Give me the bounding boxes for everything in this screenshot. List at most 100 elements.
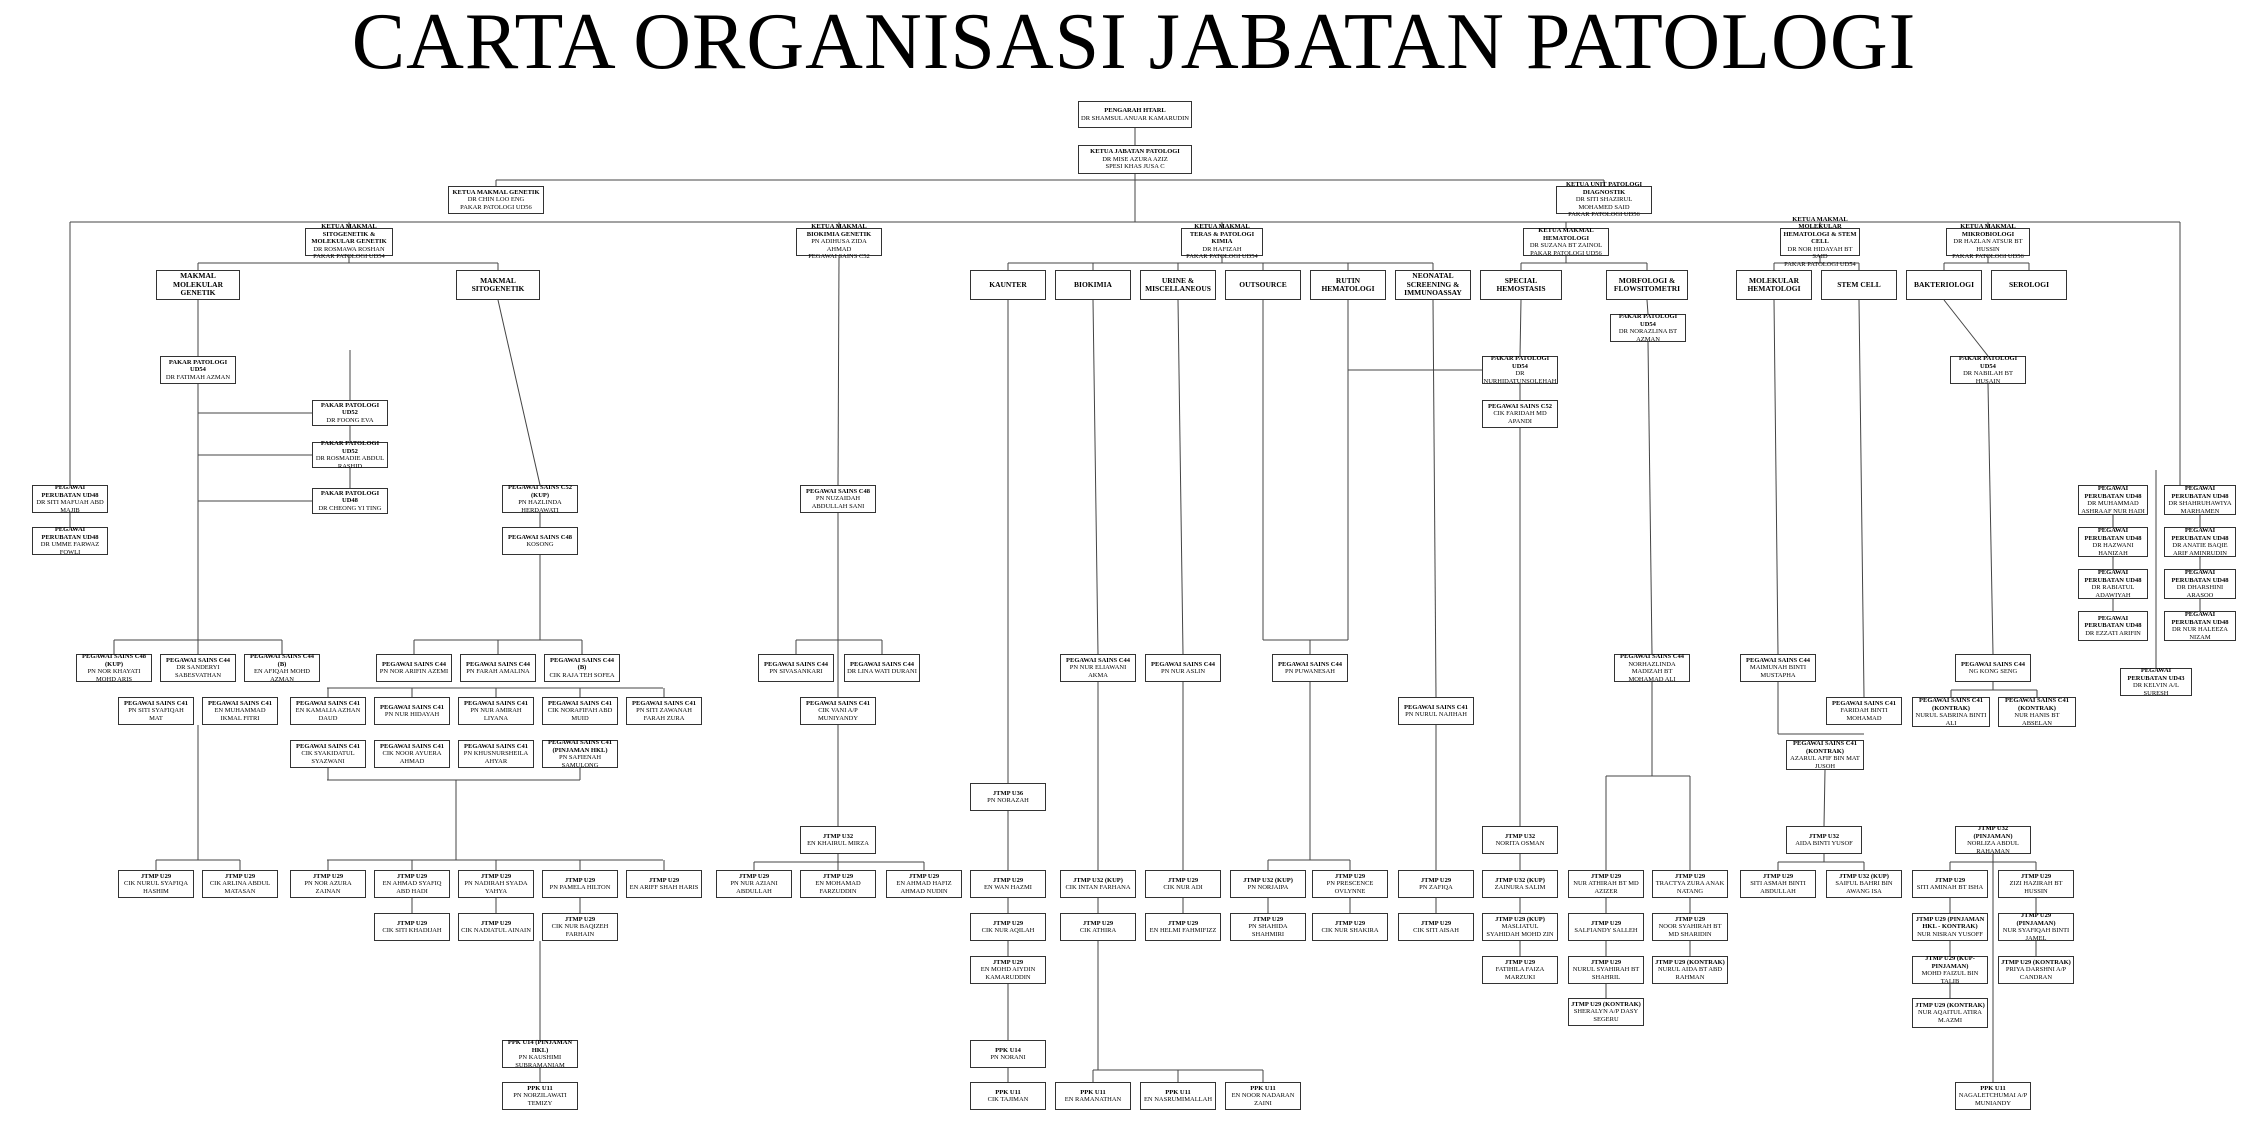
org-box-line: DR LINA WATI DURANI — [847, 668, 917, 675]
org-box-line: DR MISE AZURA AZIZ — [1102, 155, 1168, 163]
org-box-title: JTMP U29 — [396, 872, 428, 880]
org-box-ps-raja: PEGAWAI SAINS C44 (B)CIK RAJA TEH SOFEA — [544, 654, 620, 682]
org-box-line: MASLIATUL SYAHIDAH MOHD ZIN — [1486, 923, 1554, 938]
org-box-title: PEGAWAI PERUBATAN UD48 — [2084, 569, 2142, 584]
org-box-line: ZIZI HAZIRAH BT HUSSIN — [2009, 880, 2063, 895]
org-box-jt-nur-nisrina: JTMP U29 (PINJAMAN HKL - KONTRAK)NUR NIS… — [1912, 913, 1988, 941]
org-box-line: CIK SITI AISAH — [1413, 927, 1459, 934]
org-box-line: TRACTYA ZURA ANAK NATANG — [1655, 880, 1725, 895]
org-box-title: JTMP U29 — [224, 872, 256, 880]
org-box-title: JTMP U29 (KONTRAK) — [1571, 1000, 1641, 1008]
org-box-line: PN KHUSNURSHEILA AHYAR — [463, 750, 529, 765]
org-box-line: CIK NUR AQILAH — [981, 927, 1035, 934]
org-box-title: PEGAWAI SAINS C41 — [632, 699, 696, 707]
org-box-title: PEGAWAI SAINS C41 — [464, 699, 528, 707]
org-box-title: PEGAWAI SAINS C52 (KUP) — [508, 484, 572, 499]
org-box-line: PN ZAFIQA — [1419, 884, 1453, 891]
org-box-title: PPK U11 — [1980, 1084, 2006, 1092]
org-box-title: PEGAWAI SAINS C48 (KUP) — [82, 653, 146, 668]
org-box-title: PPK U11 — [527, 1084, 553, 1092]
org-box-title: PEGAWAI SAINS C44 — [1066, 656, 1130, 664]
org-box-line: CIK TAJIMAN — [987, 1096, 1029, 1103]
org-box-line: DR FATIMAH AZMAN — [165, 373, 231, 381]
org-box-title: KETUA MAKMAL HEMATOLOGI — [1538, 227, 1594, 242]
org-box-line: PN SAFIENAH SAMULONG — [558, 754, 602, 769]
org-box-line: DR SITI SHAZIRUL MOHAMED SAID — [1575, 196, 1633, 211]
org-box-ps-hazlinda: PEGAWAI SAINS C52 (KUP)PN HAZLINDA HERDA… — [502, 484, 578, 514]
org-box-line: PN NUR HIDAYAH — [384, 711, 440, 718]
org-box-title: JTMP U32 — [822, 832, 854, 840]
org-box-title: KETUA MAKMAL MIKROBIOLOGI — [1960, 223, 2016, 238]
org-box-title: JTMP U29 — [1252, 915, 1284, 923]
org-box-line: CIK NOOR AYUERA AHMAD — [382, 750, 442, 765]
org-box-title: PEGAWAI SAINS C44 — [466, 660, 530, 668]
org-box-title: JTMP U29 — [822, 872, 854, 880]
org-box-title: MAKMAL MOLEKULAR GENETIK — [172, 271, 223, 298]
connector-segment-149 — [1823, 769, 1826, 827]
org-box-line: PN SITI ZAWANAH FARAH ZURA — [636, 707, 692, 722]
org-box-ps-nor-khayati: PEGAWAI SAINS C48 (KUP)PN NOR KHAYATI MO… — [76, 653, 152, 683]
org-box-line: PN NOR KHAYATI MOHD ARIS — [87, 668, 141, 683]
org-box-line: PAKAR PATOLOGI UD54 — [1784, 260, 1856, 268]
org-box-line: EN KAMALIA AZHAN DAUD — [295, 707, 361, 722]
org-box-title: PEGAWAI SAINS C41 — [806, 699, 870, 707]
org-box-title: JTMP U29 — [908, 872, 940, 880]
org-box-line: PN NORANI — [990, 1054, 1026, 1061]
connector-segment-128 — [1519, 299, 1522, 357]
org-box-line: PN NOR ARIFIN AZEMI — [379, 668, 449, 675]
org-box-title: PEGAWAI SAINS C41 — [208, 699, 272, 707]
org-box-line: KOSONG — [526, 541, 554, 548]
org-box-title: PEGAWAI SAINS C44 — [1746, 656, 1810, 664]
org-box-line: PAKAR PATOLOGI UD56 — [1568, 211, 1640, 219]
org-box-jt-sheralyn: JTMP U29 (KONTRAK)SHERALYN A/P DASY SEGE… — [1568, 998, 1644, 1026]
org-box-title: JTMP U29 — [738, 872, 770, 880]
org-box-line: EN MOHD AIYDIN KAMARUDDIN — [980, 966, 1036, 981]
org-box-title: JTMP U29 (KONTRAK) — [1915, 1001, 1985, 1009]
org-box-title: BIOKIMIA — [1074, 279, 1112, 289]
org-box-title: MORFOLOGI & FLOWSITOMETRI — [1613, 275, 1681, 293]
org-box-jt-nur-aqaiyah: JTMP U29 (KONTRAK)NUR AQAITUL ATIRA M.AZ… — [1912, 998, 1988, 1028]
org-box-title: JTMP U29 — [1590, 872, 1622, 880]
org-box-title: JTMP U32 (KUP) — [1839, 872, 1889, 880]
org-box-title: JTMP U32 — [1808, 832, 1840, 840]
connector-segment-154 — [1943, 299, 1989, 357]
org-box-line: FARIDAH BINTI MOHAMAD — [1840, 707, 1888, 722]
org-box-title: PEGAWAI PERUBATAN UD43 — [2127, 667, 2185, 682]
org-box-line: DR UMME FARWAZ FOWLI — [40, 541, 100, 556]
org-box-line: SITI AMINAH BT ISHA — [1916, 884, 1984, 891]
org-box-title: JTMP U32 (KUP) — [1495, 876, 1545, 884]
org-box-line: CIK ATHIRA — [1079, 927, 1117, 934]
org-box-line: NUR HANIS BT ABSELAN — [2014, 712, 2060, 727]
org-box-line: NG KONG SENG — [1968, 668, 2018, 675]
org-box-title: JTMP U29 — [1504, 958, 1536, 966]
org-box-line: PN PAMELA HILTON — [549, 884, 611, 891]
org-box-title: PEGAWAI SAINS C44 — [764, 660, 828, 668]
org-box-line: DR SUZANA BT ZAINOL — [1529, 242, 1603, 249]
org-box-title: PEGAWAI PERUBATAN UD48 — [41, 484, 99, 499]
org-box-line: PN NUZAIDAH ABDULLAH SANI — [811, 495, 865, 510]
org-box-title: JTMP U29 — [564, 915, 596, 923]
org-box-title: PEGAWAI SAINS C41 (KONTRAK) — [1919, 697, 1983, 712]
